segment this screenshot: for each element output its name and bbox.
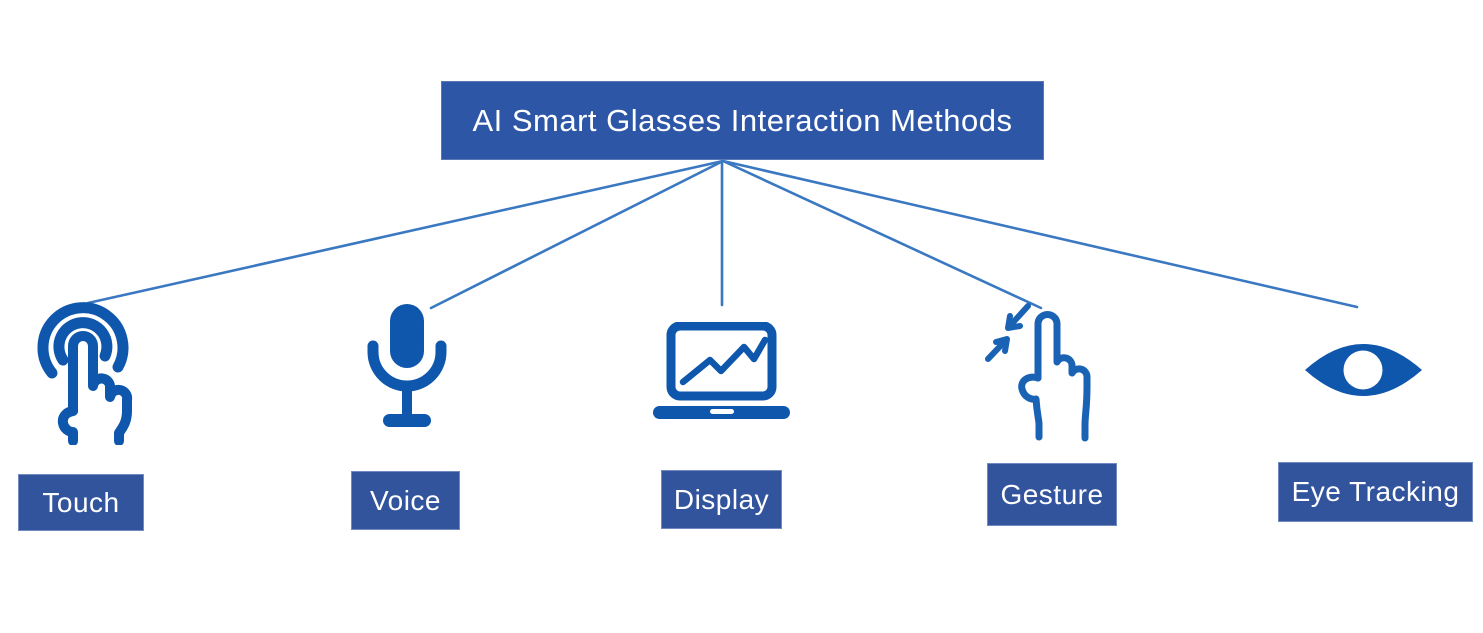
node-eye-icon-wrap — [1301, 332, 1426, 413]
node-voice-icon-wrap — [363, 302, 451, 439]
eye-icon — [1305, 344, 1422, 396]
node-touch-icon-wrap — [30, 298, 155, 450]
connector-line-gesture — [721, 159, 1043, 310]
page-title: AI Smart Glasses Interaction Methods — [472, 102, 1013, 138]
connector-line-voice — [429, 159, 725, 310]
node-display-label-box: Display — [661, 470, 782, 529]
node-touch-label: Touch — [42, 486, 120, 518]
node-touch-label-box: Touch — [18, 474, 144, 531]
node-gesture-label: Gesture — [1000, 478, 1104, 510]
node-voice-label: Voice — [370, 484, 441, 516]
title-box: AI Smart Glasses Interaction Methods — [441, 81, 1044, 160]
microphone-icon — [367, 304, 447, 427]
node-eye-label-box: Eye Tracking — [1278, 462, 1473, 522]
connector-line-eye — [721, 159, 1359, 309]
pinch-gesture-icon — [985, 303, 1091, 442]
node-gesture-icon-wrap — [982, 298, 1117, 451]
node-display-icon-wrap — [653, 321, 790, 425]
node-display-label: Display — [673, 483, 770, 515]
laptop-chart-icon — [653, 321, 790, 419]
node-eye-label: Eye Tracking — [1291, 476, 1460, 507]
touch-tap-icon — [37, 302, 133, 446]
node-voice-label-box: Voice — [351, 471, 460, 530]
connector-line-touch — [86, 159, 725, 305]
node-gesture-label-box: Gesture — [987, 463, 1117, 526]
